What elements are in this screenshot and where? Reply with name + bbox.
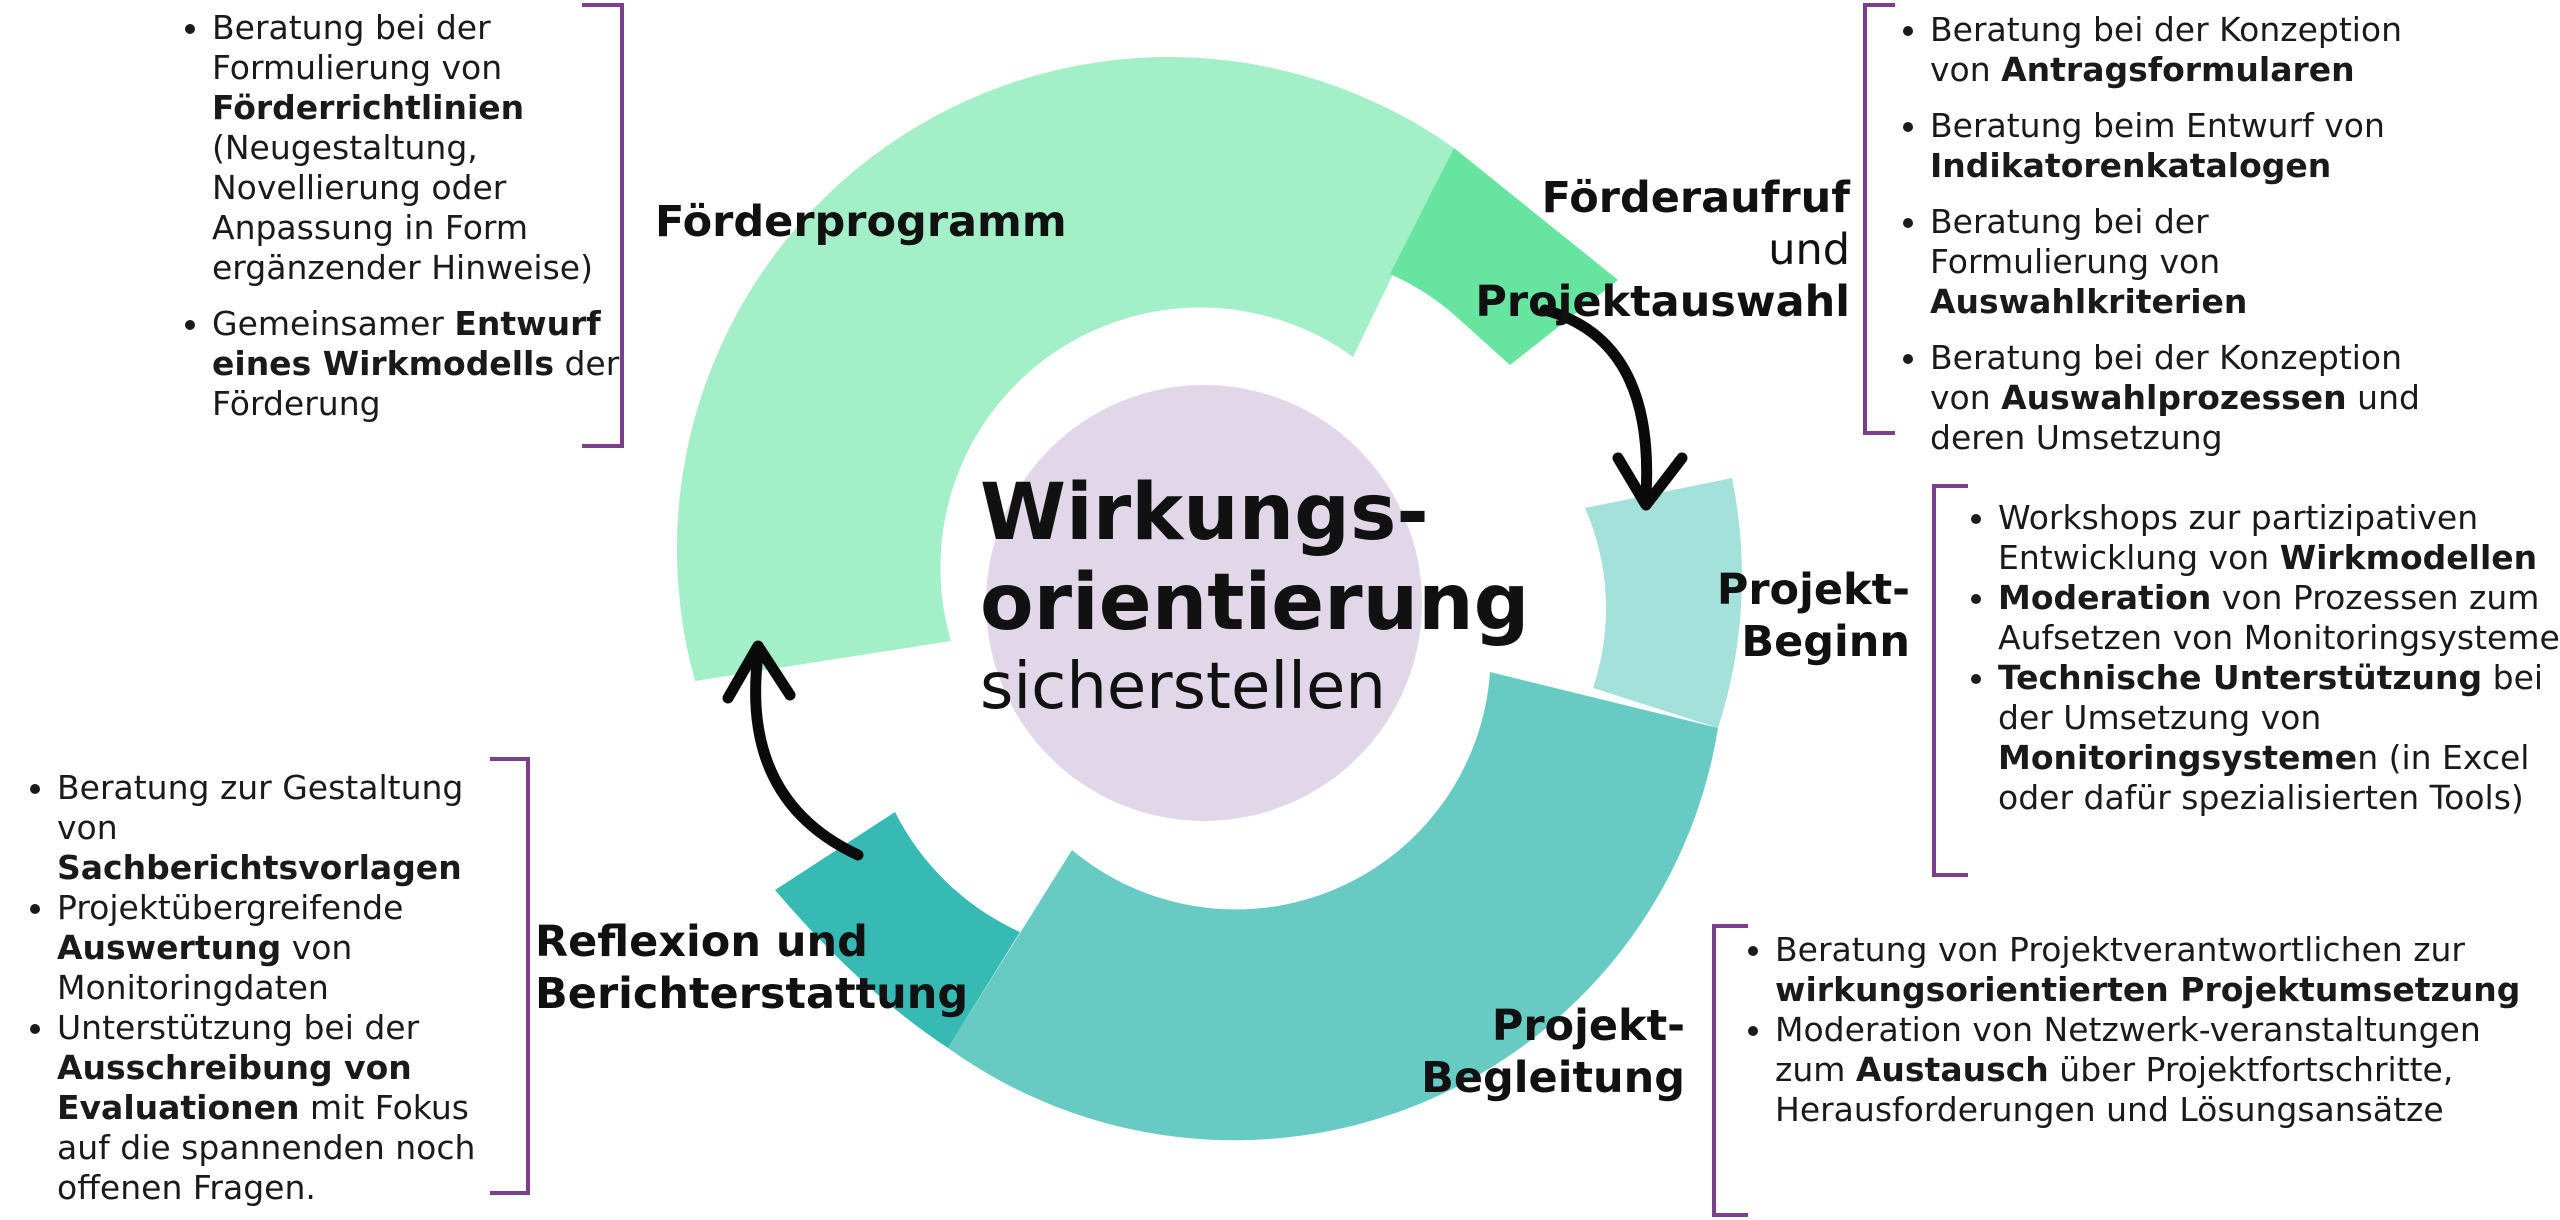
list-item: Beratung von Projektverantwortlichen zur… xyxy=(1775,930,2540,1010)
segment-projekt-begleitung xyxy=(948,672,1718,1141)
segment-reflexion xyxy=(775,812,1020,1048)
center-title-line1: Wirkungs- xyxy=(980,468,1429,558)
label-projekt-beginn-line1: Projekt- xyxy=(1716,565,1910,615)
arrowhead-to-foerderprogramm-icon xyxy=(722,640,796,704)
label-projekt-beginn-line2: Beginn xyxy=(1741,617,1910,667)
list-reflexion: Beratung zur Gestaltung von Sachberichts… xyxy=(22,768,532,1208)
label-projekt-begleitung-line1: Projekt- xyxy=(1491,1001,1685,1051)
bracket-projekt-beginn xyxy=(1932,484,1968,877)
list-item: Beratung bei der Konzeption von Antragsf… xyxy=(1930,10,2430,90)
list-item: Unterstützung bei der Ausschreibung von … xyxy=(57,1008,532,1208)
bracket-reflexion xyxy=(490,757,530,1195)
list-item: Gemeinsamer Entwurf eines Wirkmodells de… xyxy=(212,304,652,424)
label-foerderaufruf: Förderaufruf und Projektauswahl xyxy=(1465,172,1850,328)
list-item: Workshops zur partizipativen Entwicklung… xyxy=(1998,498,2560,578)
arrowhead-to-projekt-beginn-icon xyxy=(1612,452,1688,511)
list-item: Beratung bei der Konzeption von Auswahlp… xyxy=(1930,338,2430,458)
list-item: Moderation von Prozessen zum Aufsetzen v… xyxy=(1998,578,2560,658)
label-foerderprogramm: Förderprogramm xyxy=(655,197,1067,247)
list-foerderprogramm: Beratung bei der Formulierung von Förder… xyxy=(177,8,652,440)
label-projekt-beginn: Projekt- Beginn xyxy=(1700,564,1910,668)
label-projekt-begleitung-line2: Begleitung xyxy=(1421,1053,1685,1103)
list-item: Projektübergreifende Auswertung von Moni… xyxy=(57,888,532,1008)
label-foerderaufruf-normal: und xyxy=(1768,225,1850,275)
list-projekt-beginn: Workshops zur partizipativen Entwicklung… xyxy=(1963,498,2560,818)
label-reflexion-line2: Berichterstattung xyxy=(535,969,969,1019)
segment-foerderprogramm xyxy=(676,57,1454,681)
center-title-line3: sicherstellen xyxy=(980,650,1386,724)
segment-projekt-beginn xyxy=(1585,478,1742,728)
list-item: Technische Unterstützung bei der Umsetzu… xyxy=(1998,658,2560,818)
list-item: Beratung bei der Formulierung von Auswah… xyxy=(1930,202,2430,322)
bracket-foerderaufruf xyxy=(1863,3,1895,435)
label-foerderaufruf-bold2: Projektauswahl xyxy=(1475,277,1850,327)
arrow-to-projekt-beginn xyxy=(1539,304,1653,501)
center-title: Wirkungs- orientierung sicherstellen xyxy=(980,468,1530,726)
list-item: Moderation von Netzwerk-veranstaltungen … xyxy=(1775,1010,2540,1130)
list-item: Beratung bei der Formulierung von Förder… xyxy=(212,8,652,288)
bracket-foerderprogramm xyxy=(582,3,624,448)
list-projekt-begleitung: Beratung von Projektverantwortlichen zur… xyxy=(1740,930,2540,1130)
label-reflexion: Reflexion und Berichterstattung xyxy=(535,916,968,1020)
list-foerderaufruf: Beratung bei der Konzeption von Antragsf… xyxy=(1895,10,2430,474)
list-item: Beratung beim Entwurf von Indikatorenkat… xyxy=(1930,106,2430,186)
label-projekt-begleitung: Projekt- Begleitung xyxy=(1400,1000,1685,1104)
center-circle xyxy=(986,385,1422,821)
bracket-projekt-begleitung xyxy=(1712,924,1748,1217)
center-title-line2: orientierung xyxy=(980,558,1530,648)
arrow-to-foerderprogramm xyxy=(750,649,864,861)
label-reflexion-line1: Reflexion und xyxy=(535,917,868,967)
list-item: Beratung zur Gestaltung von Sachberichts… xyxy=(57,768,532,888)
label-foerderaufruf-bold1: Förderaufruf xyxy=(1541,173,1850,223)
